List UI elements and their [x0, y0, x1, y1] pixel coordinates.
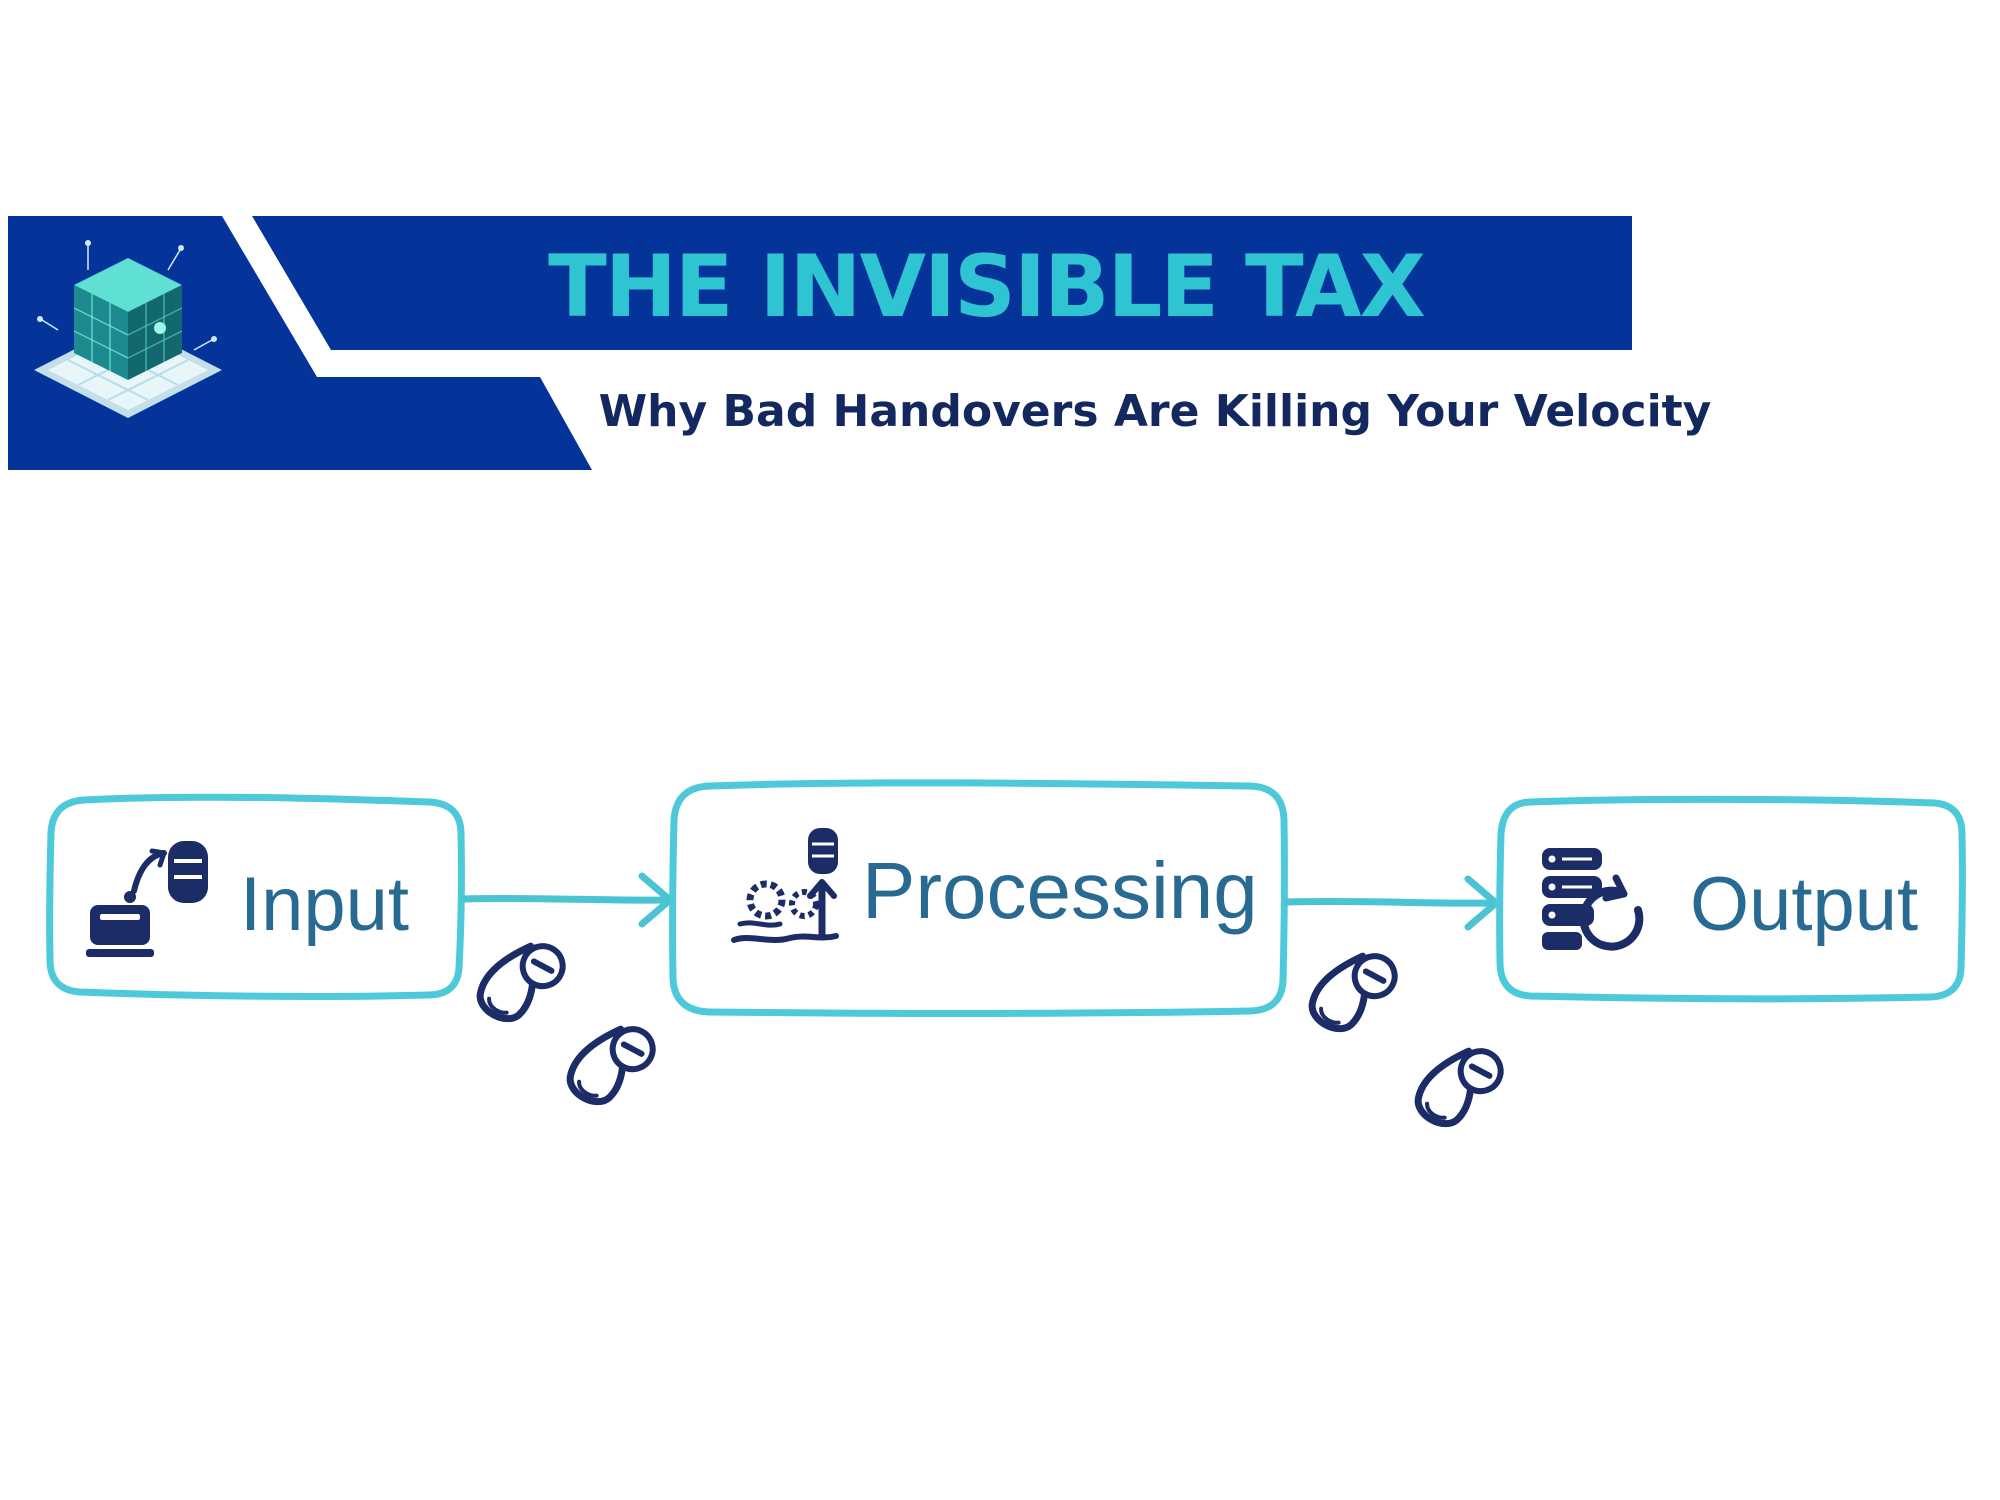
leaking-drop-minus-icon: [1308, 952, 1398, 1033]
page-title: THE INVISIBLE TAX: [548, 237, 1424, 337]
flow-node-processing: Processing: [669, 779, 1288, 1017]
server-refresh-icon: [1542, 848, 1644, 951]
flow-arrow-processing-output: [1283, 875, 1500, 931]
flow-arrow-input-processing: [460, 872, 674, 928]
banner-top-strip: [252, 216, 1632, 350]
leaking-drop-minus-icon: [566, 1025, 656, 1106]
gear-database-icon: [731, 828, 839, 943]
database-computer-icon: [86, 841, 208, 957]
page-subtitle: Why Bad Handovers Are Killing Your Veloc…: [599, 386, 1712, 437]
node-border: [46, 793, 465, 1000]
leaking-drop-minus-icon: [476, 942, 566, 1023]
leaking-drop-minus-icon: [1414, 1047, 1504, 1128]
node-label-output: Output: [1690, 862, 1918, 947]
node-label-input: Input: [240, 862, 409, 947]
leak-icons: [476, 942, 1504, 1128]
logo: [34, 240, 222, 418]
isometric-cube-icon: [34, 240, 222, 418]
flow-node-input: Input: [46, 793, 465, 1000]
node-label-processing: Processing: [862, 846, 1258, 935]
flow-node-output: Output: [1496, 795, 1966, 1003]
